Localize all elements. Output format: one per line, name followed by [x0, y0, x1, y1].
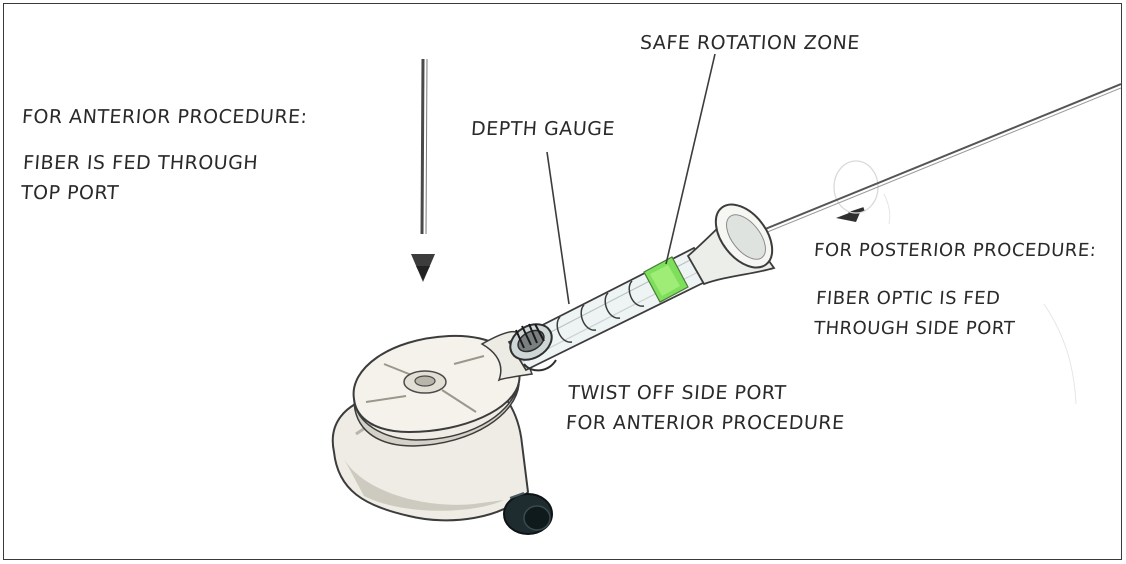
- side-port-arrow: [836, 208, 864, 222]
- side-port-cap: [504, 493, 552, 534]
- safe-rotation-zone-text: SAFE ROTATION ZONE: [639, 28, 861, 58]
- posterior-procedure-label: FOR POSTERIOR PROCEDURE:: [813, 236, 1097, 266]
- posterior-heading: FOR POSTERIOR PROCEDURE:: [813, 236, 1097, 266]
- anterior-line-1: FIBER IS FED THROUGH: [22, 148, 259, 178]
- device-illustration: [4, 4, 1121, 559]
- twist-off-line-1: TWIST OFF SIDE PORT: [567, 378, 848, 408]
- posterior-procedure-note: FIBER OPTIC IS FED THROUGH SIDE PORT: [813, 284, 1018, 344]
- posterior-line-2: THROUGH SIDE PORT: [813, 314, 1016, 344]
- anterior-procedure-label: FOR ANTERIOR PROCEDURE:: [21, 102, 309, 132]
- side-port-funnel: [688, 194, 784, 284]
- diagram-frame: FOR ANTERIOR PROCEDURE: FIBER IS FED THR…: [3, 3, 1122, 560]
- sketch-circle: [834, 161, 878, 213]
- anterior-heading: FOR ANTERIOR PROCEDURE:: [21, 102, 309, 132]
- anterior-procedure-note: FIBER IS FED THROUGH TOP PORT: [20, 148, 259, 208]
- top-port-arrow: [411, 59, 435, 282]
- twist-off-line-2: FOR ANTERIOR PROCEDURE: [565, 408, 846, 438]
- depth-gauge-label: DEPTH GAUGE: [470, 114, 616, 144]
- twist-off-label: TWIST OFF SIDE PORT FOR ANTERIOR PROCEDU…: [565, 378, 848, 438]
- safe-rotation-zone-label: SAFE ROTATION ZONE: [639, 28, 861, 58]
- depth-gauge-text: DEPTH GAUGE: [470, 114, 616, 144]
- anterior-line-2: TOP PORT: [20, 178, 257, 208]
- posterior-line-1: FIBER OPTIC IS FED: [815, 284, 1018, 314]
